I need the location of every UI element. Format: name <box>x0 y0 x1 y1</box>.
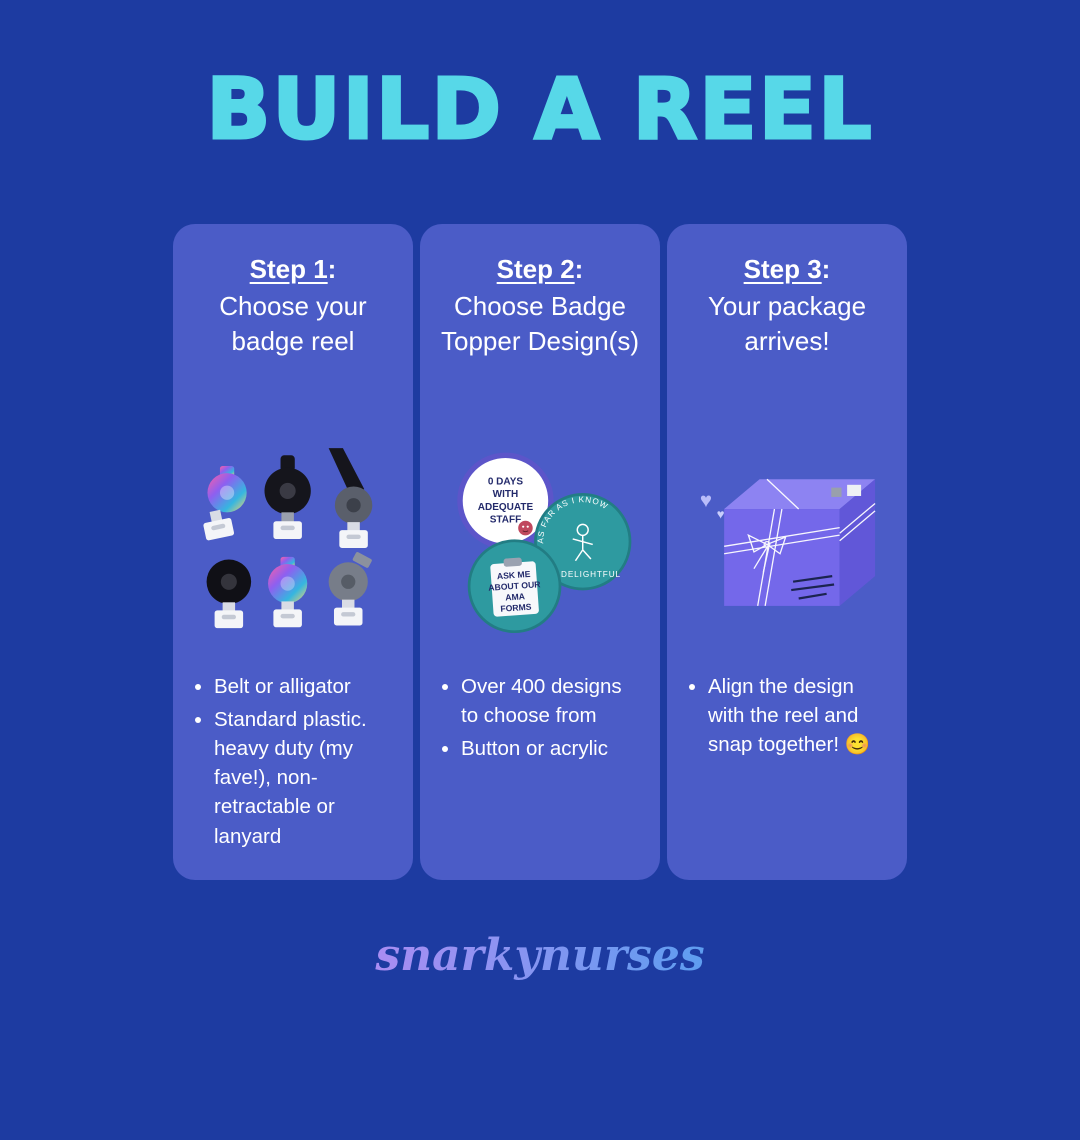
reel-black-1-icon <box>264 454 311 539</box>
step-1-label-line: Step 1: <box>190 254 396 285</box>
step-3-subtitle: Your package arrives! <box>707 291 867 357</box>
badge-reels-illustration <box>203 447 373 628</box>
hearts-icon: ♥ ♥ <box>699 489 724 521</box>
shipping-labels-icon <box>830 484 861 497</box>
bullet-item: Standard plastic. heavy duty (my fave!),… <box>214 705 396 851</box>
step-1-subtitle: Choose your badge reel <box>219 291 367 357</box>
step-card-2: Step 2: Choose Badge Topper Design(s) 0 … <box>420 224 660 880</box>
svg-text:I'M DELIGHTFUL: I'M DELIGHTFUL <box>544 570 621 579</box>
step-2-art: 0 DAYS WITH ADEQUATE STAFF AS FAR AS I K… <box>437 414 643 672</box>
address-lines-icon <box>790 574 834 600</box>
page-title: BUILD A REEL <box>205 59 874 160</box>
svg-text:WITH: WITH <box>493 489 519 500</box>
step-3-bullets: Align the design with the reel and snap … <box>684 672 890 763</box>
svg-text:♥: ♥ <box>699 489 711 512</box>
string-wrap-icon <box>723 478 875 606</box>
steps-row: Step 1: Choose your badge reel <box>0 224 1080 880</box>
reel-grey-icon <box>328 551 372 625</box>
step-3-label: Step 3 <box>743 254 822 284</box>
reel-rainbow-1-icon <box>203 465 247 540</box>
svg-text:ADEQUATE: ADEQUATE <box>478 501 534 512</box>
step-card-1: Step 1: Choose your badge reel <box>173 224 413 880</box>
badge-delightful-icon: AS FAR AS I KNOW I'M DELIGHTFUL <box>534 492 632 590</box>
bullet-item: Over 400 designs to choose from <box>461 672 643 730</box>
step-1-art <box>190 414 396 672</box>
skeleton-icon <box>572 523 593 561</box>
step-2-heading: Step 2: Choose Badge Topper Design(s) <box>437 254 643 414</box>
reel-rainbow-2-icon <box>268 556 308 627</box>
step-2-label-line: Step 2: <box>437 254 643 285</box>
reel-black-2-icon <box>206 559 252 628</box>
step-2-colon: : <box>574 254 584 284</box>
reel-lanyard-icon <box>328 447 373 548</box>
step-3-label-line: Step 3: <box>684 254 890 285</box>
step-2-label: Step 2 <box>496 254 575 284</box>
svg-text:0 DAYS: 0 DAYS <box>488 476 524 487</box>
gift-box-icon <box>723 478 875 606</box>
step-2-subtitle: Choose Badge Topper Design(s) <box>441 291 639 357</box>
svg-text:FORMS: FORMS <box>500 601 532 613</box>
badge-ama-forms-icon: ASK ME ABOUT OUR AMA FORMS <box>467 538 562 633</box>
bullet-item: Button or acrylic <box>461 734 643 763</box>
step-2-bullets: Over 400 designs to choose from Button o… <box>437 672 643 767</box>
step-3-art: ♥ ♥ <box>684 414 890 672</box>
bullet-item: Belt or alligator <box>214 672 396 701</box>
angry-berry-character-icon <box>518 520 533 535</box>
step-3-heading: Step 3: Your package arrives! <box>684 254 890 414</box>
brand-logo-text: snarkynurses <box>0 930 1080 981</box>
svg-text:ASK ME: ASK ME <box>497 568 531 580</box>
bullet-item: Align the design with the reel and snap … <box>708 672 890 759</box>
step-card-3: Step 3: Your package arrives! ♥ ♥ <box>667 224 907 880</box>
step-1-colon: : <box>327 254 337 284</box>
package-illustration: ♥ ♥ <box>699 478 875 606</box>
svg-text:AMA: AMA <box>505 591 525 602</box>
step-1-label: Step 1 <box>249 254 328 284</box>
svg-text:ABOUT OUR: ABOUT OUR <box>488 579 542 593</box>
step-1-bullets: Belt or alligator Standard plastic. heav… <box>190 672 396 855</box>
badge-toppers-illustration: 0 DAYS WITH ADEQUATE STAFF AS FAR AS I K… <box>457 452 632 633</box>
step-3-colon: : <box>821 254 831 284</box>
step-1-heading: Step 1: Choose your badge reel <box>190 254 396 414</box>
svg-text:STAFF: STAFF <box>490 514 521 525</box>
badge-adequate-staff-icon: 0 DAYS WITH ADEQUATE STAFF <box>457 452 554 549</box>
svg-text:♥: ♥ <box>716 506 724 521</box>
